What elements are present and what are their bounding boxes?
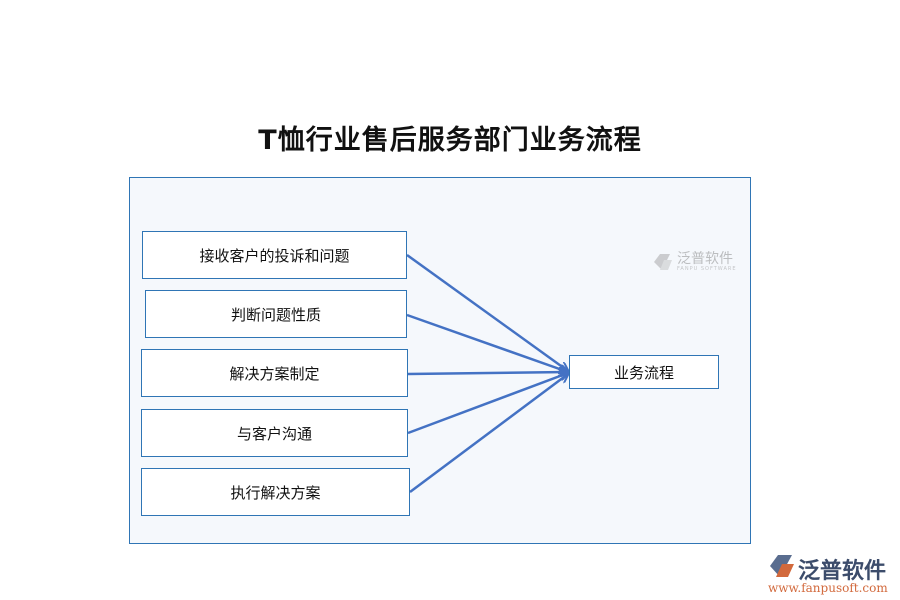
arrow-2 bbox=[406, 313, 568, 372]
watermark-name: 泛普软件 bbox=[677, 251, 733, 267]
step-box-3: 解决方案制定 bbox=[141, 349, 408, 397]
arrow-3 bbox=[407, 372, 568, 374]
target-box: 业务流程 bbox=[569, 355, 719, 389]
watermark: 泛普软件 FANPU SOFTWARE bbox=[652, 252, 737, 272]
arrow-4 bbox=[407, 373, 568, 435]
diagram-title: T恤行业售后服务部门业务流程 bbox=[258, 125, 642, 156]
step-box-4: 与客户沟通 bbox=[141, 409, 408, 457]
fanpu-logo-icon bbox=[654, 254, 672, 270]
watermark-sub: FANPU SOFTWARE bbox=[677, 266, 737, 272]
step-box-2: 判断问题性质 bbox=[145, 290, 407, 338]
step-box-1: 接收客户的投诉和问题 bbox=[142, 231, 407, 279]
logo-name: 泛普软件 bbox=[798, 559, 887, 584]
arrow-1 bbox=[406, 253, 568, 371]
fanpu-logo-icon bbox=[770, 555, 794, 577]
logo-url[interactable]: www.fanpusoft.com bbox=[768, 581, 888, 595]
step-box-5: 执行解决方案 bbox=[141, 468, 410, 516]
arrow-5 bbox=[409, 374, 568, 494]
